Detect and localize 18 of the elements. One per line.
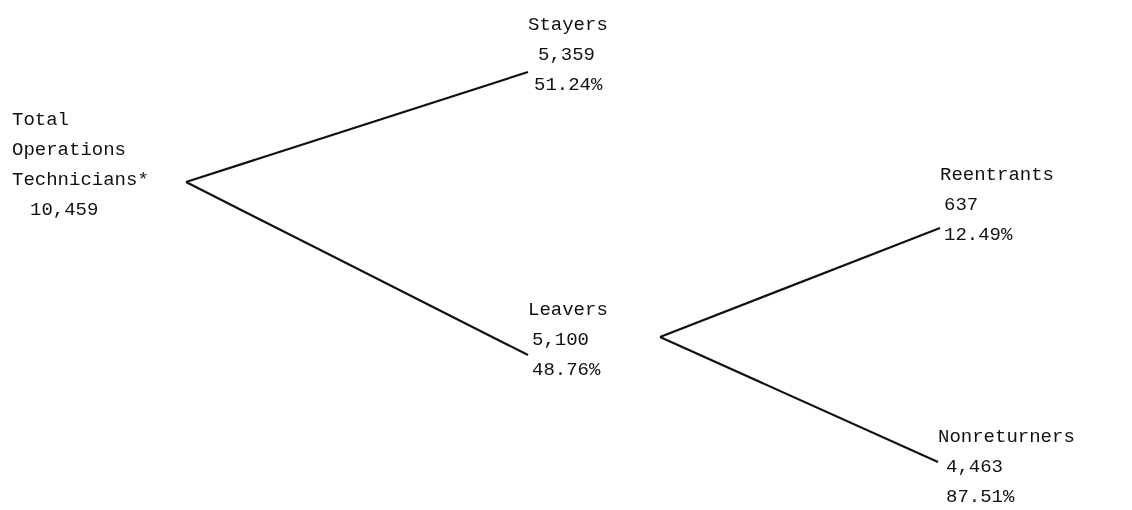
- connector-line: [659, 336, 939, 463]
- node-text: 10,459: [29, 198, 100, 223]
- node-text: Reentrants: [940, 163, 1056, 188]
- node-text: 4,463: [945, 455, 1004, 480]
- node-text: 12.49%: [943, 223, 1014, 248]
- node-text: 51.24%: [533, 73, 604, 98]
- node-text: 637: [943, 193, 980, 218]
- node-text: 87.51%: [945, 485, 1016, 510]
- connector-line: [185, 70, 529, 184]
- connector-line: [659, 226, 941, 339]
- node-text: Nonreturners: [938, 425, 1076, 450]
- node-text: Stayers: [528, 13, 609, 38]
- connector-line: [185, 181, 529, 356]
- node-text: 48.76%: [531, 358, 602, 383]
- node-text: Total Operations Technicians*: [12, 108, 150, 193]
- node-text: 5,359: [537, 43, 596, 68]
- node-text: 5,100: [531, 328, 590, 353]
- node-text: Leavers: [528, 298, 609, 323]
